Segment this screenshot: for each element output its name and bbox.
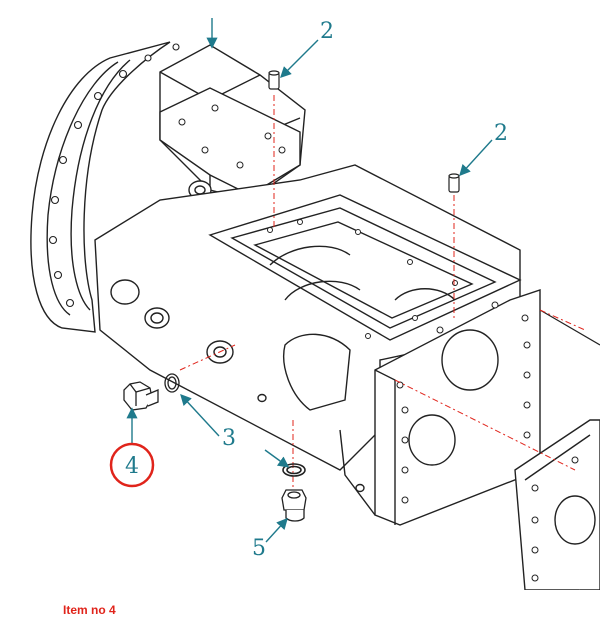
o-ring-item-3 <box>282 463 306 477</box>
highlight-circle-item-4 <box>109 442 155 488</box>
callout-4: 4 <box>125 454 139 479</box>
gearbox-housing-diagram: 2 2 3 4 5 <box>30 18 600 590</box>
transmission-housing <box>94 44 541 526</box>
bell-housing-flange <box>30 41 180 333</box>
plug-item-5 <box>281 489 307 522</box>
dowel-pin-right <box>448 173 460 193</box>
callout-2-top: 2 <box>320 19 334 44</box>
item-caption: Item no 4 <box>63 603 116 617</box>
drain-plug-item-4 <box>123 381 159 411</box>
callout-5: 5 <box>252 536 266 561</box>
callout-leaders <box>126 18 493 543</box>
rear-gasket-right-edge <box>539 309 600 346</box>
sealing-washer-item-4 <box>164 373 180 393</box>
callout-3: 3 <box>222 426 236 451</box>
callout-2-right: 2 <box>494 121 508 146</box>
assembly-center-lines <box>179 95 586 495</box>
dowel-pin-top <box>268 70 280 90</box>
rear-gasket-plate <box>514 419 600 590</box>
